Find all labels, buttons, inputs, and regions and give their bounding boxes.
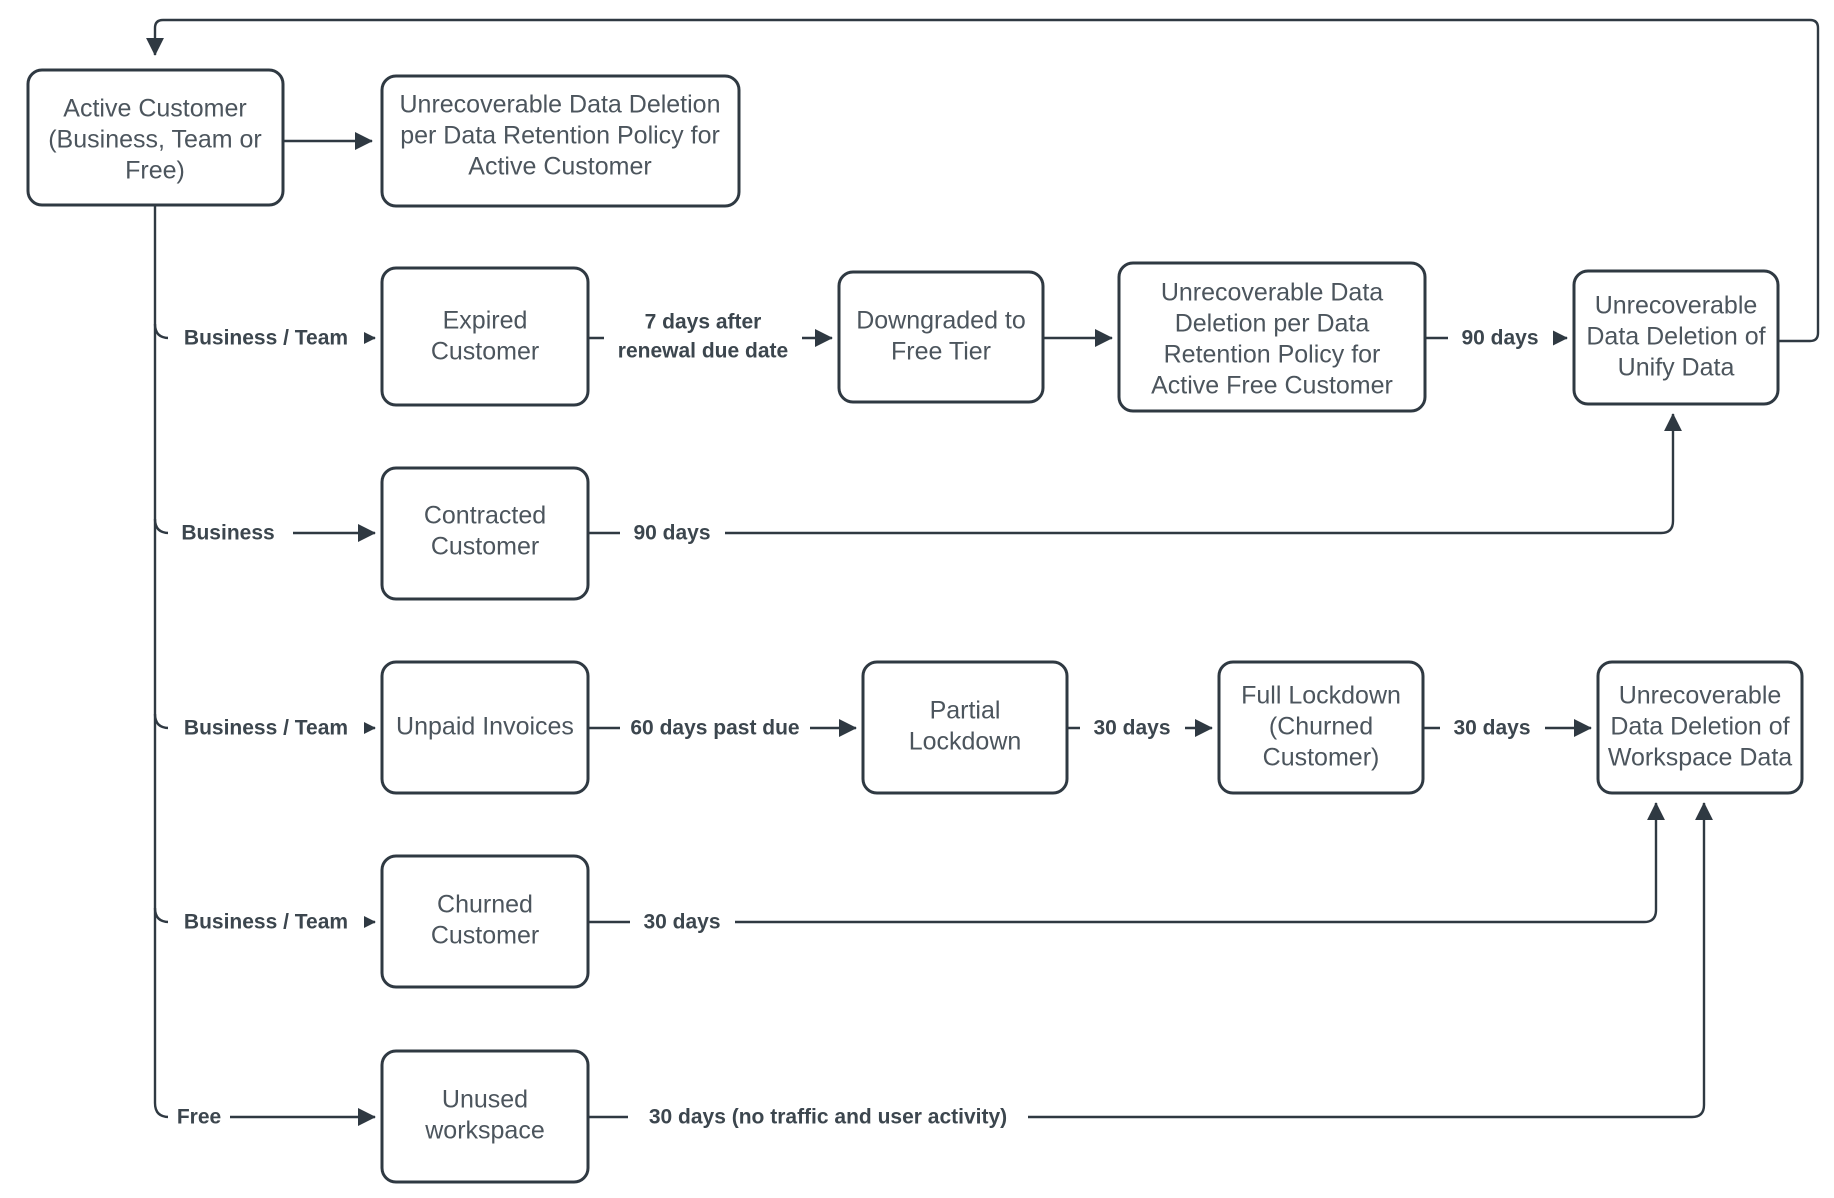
node-unused-workspace[interactable]: Unused workspace — [380, 1049, 590, 1184]
svg-text:Churned: Churned — [437, 891, 533, 919]
svg-text:Free): Free) — [125, 157, 185, 185]
edge-unused-workspace-to-workspace-deletion — [588, 802, 1713, 1119]
svg-text:(Churned: (Churned — [1269, 713, 1373, 741]
svg-text:30 days: 30 days — [1453, 717, 1530, 740]
svg-text:Unrecoverable Data Deletion: Unrecoverable Data Deletion — [399, 91, 720, 119]
svg-text:Unused: Unused — [442, 1086, 528, 1114]
edge-label-30-days-no-traffic: 30 days (no traffic and user activity) — [628, 1101, 1028, 1133]
svg-text:Customer: Customer — [431, 533, 539, 561]
svg-text:Expired: Expired — [443, 307, 528, 335]
edge-unify-data-to-active-customer — [146, 18, 1820, 343]
node-downgraded-free-tier[interactable]: Downgraded to Free Tier — [837, 270, 1045, 404]
edge-label-free-unused: Free — [168, 1101, 230, 1133]
svg-text:workspace: workspace — [424, 1117, 545, 1145]
svg-text:Data Deletion of: Data Deletion of — [1610, 713, 1789, 741]
svg-text:Downgraded to: Downgraded to — [856, 307, 1026, 335]
svg-text:Customer: Customer — [431, 922, 539, 950]
svg-text:Free Tier: Free Tier — [891, 338, 991, 366]
node-contracted-customer[interactable]: Contracted Customer — [380, 466, 590, 601]
svg-text:Active Customer: Active Customer — [63, 95, 246, 123]
svg-text:Customer): Customer) — [1263, 744, 1380, 772]
node-unrecoverable-deletion-unify-data[interactable]: Unrecoverable Data Deletion of Unify Dat… — [1572, 269, 1780, 406]
edge-label-30-days-churned: 30 days — [630, 906, 735, 938]
edge-contracted-to-unify-deletion — [588, 413, 1682, 535]
edge-label-30-days-partial-full: 30 days — [1080, 712, 1185, 744]
node-churned-customer[interactable]: Churned Customer — [380, 854, 590, 989]
svg-text:Lockdown: Lockdown — [909, 728, 1022, 756]
edge-churned-to-workspace-deletion — [588, 802, 1665, 924]
edge-label-business-team-expired: Business / Team — [168, 322, 364, 354]
svg-text:(Business, Team or: (Business, Team or — [48, 126, 262, 154]
edge-label-business-contracted: Business — [168, 517, 293, 549]
svg-text:Workspace Data: Workspace Data — [1608, 744, 1792, 772]
svg-text:30 days: 30 days — [1093, 717, 1170, 740]
edge-label-30-days-full-workspace: 30 days — [1440, 712, 1545, 744]
node-active-customer[interactable]: Active Customer (Business, Team or Free) — [26, 68, 285, 207]
svg-text:Free: Free — [177, 1106, 221, 1129]
svg-text:Unrecoverable: Unrecoverable — [1595, 292, 1758, 320]
svg-text:Unify Data: Unify Data — [1618, 354, 1735, 382]
svg-text:Unpaid Invoices: Unpaid Invoices — [396, 713, 574, 741]
svg-text:Business / Team: Business / Team — [184, 327, 348, 350]
svg-text:Partial: Partial — [930, 697, 1001, 725]
edge-label-business-team-churned: Business / Team — [168, 906, 364, 938]
node-unpaid-invoices[interactable]: Unpaid Invoices — [380, 660, 590, 795]
svg-text:Customer: Customer — [431, 338, 539, 366]
svg-text:30 days (no traffic and user a: 30 days (no traffic and user activity) — [649, 1106, 1007, 1129]
svg-text:Active Free Customer: Active Free Customer — [1151, 372, 1393, 400]
svg-text:Unrecoverable: Unrecoverable — [1619, 682, 1782, 710]
svg-text:Retention Policy for: Retention Policy for — [1164, 341, 1381, 369]
node-expired-customer[interactable]: Expired Customer — [380, 266, 590, 407]
node-full-lockdown-churned-customer[interactable]: Full Lockdown (Churned Customer) — [1217, 660, 1425, 795]
svg-text:90 days: 90 days — [1461, 327, 1538, 350]
edge-label-7-days-after-renewal: 7 days after renewal due date — [604, 299, 802, 377]
node-unrecoverable-deletion-active-customer[interactable]: Unrecoverable Data Deletion per Data Ret… — [380, 74, 741, 208]
node-unrecoverable-deletion-active-free-customer[interactable]: Unrecoverable Data Deletion per Data Ret… — [1117, 261, 1427, 413]
svg-text:Unrecoverable Data: Unrecoverable Data — [1161, 279, 1383, 307]
svg-text:renewal due date: renewal due date — [618, 340, 788, 363]
node-unrecoverable-deletion-workspace-data[interactable]: Unrecoverable Data Deletion of Workspace… — [1596, 660, 1804, 795]
svg-text:30 days: 30 days — [643, 911, 720, 934]
svg-text:Business / Team: Business / Team — [184, 911, 348, 934]
svg-text:90 days: 90 days — [633, 522, 710, 545]
svg-text:60 days past due: 60 days past due — [630, 717, 799, 740]
edge-label-90-days-contracted: 90 days — [620, 517, 725, 549]
svg-text:Business / Team: Business / Team — [184, 717, 348, 740]
svg-text:per Data Retention Policy for: per Data Retention Policy for — [400, 122, 720, 150]
svg-text:7 days after: 7 days after — [645, 311, 762, 334]
edge-label-60-days-past-due: 60 days past due — [620, 712, 810, 744]
svg-text:Business: Business — [181, 522, 274, 545]
svg-text:Data Deletion of: Data Deletion of — [1586, 323, 1765, 351]
svg-text:Contracted: Contracted — [424, 502, 546, 530]
edge-label-business-team-unpaid: Business / Team — [168, 712, 364, 744]
node-partial-lockdown[interactable]: Partial Lockdown — [861, 660, 1069, 795]
svg-text:Deletion per Data: Deletion per Data — [1175, 310, 1370, 338]
svg-text:Active Customer: Active Customer — [468, 153, 651, 181]
edge-label-90-days-unify: 90 days — [1448, 322, 1553, 354]
svg-text:Full Lockdown: Full Lockdown — [1241, 682, 1401, 710]
